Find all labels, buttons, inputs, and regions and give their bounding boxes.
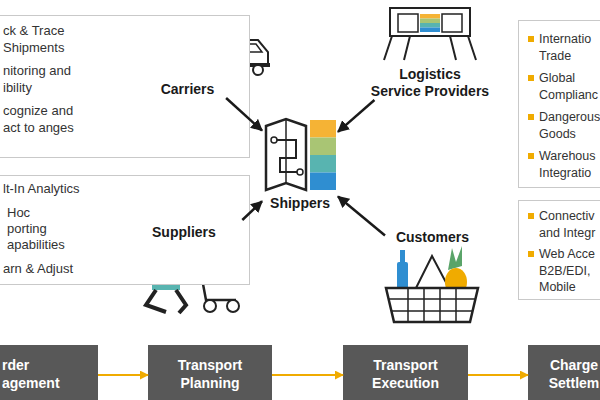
text-row: Connectiv and Integr	[528, 208, 600, 241]
bullet-square	[528, 36, 534, 42]
relation-arrow	[338, 100, 374, 132]
bullet-square	[528, 213, 534, 219]
text-row: Suppliers	[152, 224, 216, 241]
warehouse-door	[398, 14, 418, 32]
feature-text: arn & Adjust	[3, 261, 153, 277]
relation-arrow	[338, 197, 385, 236]
basket-weave	[389, 288, 475, 322]
person-leg	[146, 290, 166, 312]
step-label: Charge Settlem	[528, 356, 600, 392]
actor-label: Shippers	[270, 195, 330, 212]
warehouse-ramp	[384, 36, 476, 60]
bullet-square	[528, 153, 534, 159]
actor-node: Suppliers	[140, 220, 245, 315]
text-row: Global Complianc	[528, 70, 600, 103]
folded-map	[266, 119, 306, 190]
process-flow-arrow	[468, 374, 528, 376]
text-row: Shippers	[270, 195, 330, 212]
bullet-square	[528, 114, 534, 120]
bullet-square	[528, 75, 534, 81]
cab-window	[249, 44, 262, 52]
shipper-map-icon	[266, 119, 336, 190]
map-stripe	[310, 138, 336, 156]
wrap-spacer	[367, 66, 374, 83]
process-flow-arrow	[272, 374, 343, 376]
text-row: Customers	[396, 229, 469, 246]
door-stripe	[420, 23, 440, 28]
process-step-box: Transport Planning	[148, 345, 272, 400]
door-stripe	[420, 14, 440, 19]
scooter-wheel	[227, 300, 239, 312]
door-stripe	[420, 28, 440, 33]
process-step-box: Charge Settlem	[528, 345, 600, 400]
feature-text: Warehous Integratio	[539, 148, 600, 181]
basket-illustration	[386, 246, 478, 322]
step-label: Transport Planning	[155, 356, 265, 392]
feature-text: Dangerous Goods	[539, 109, 600, 142]
warehouse-front	[390, 8, 470, 36]
feature-text: Connectiv and Integr	[539, 208, 600, 241]
wrap-spacer	[486, 66, 493, 83]
text-row: Internatio Trade	[528, 31, 600, 64]
route-point	[297, 169, 303, 175]
text-row: Transport Execution	[343, 356, 468, 392]
actor-label: Carriers	[161, 81, 215, 98]
text-row: cognize and act to anges	[3, 102, 249, 136]
warehouse-door	[442, 14, 462, 32]
warehouse-illustration	[384, 8, 476, 60]
feature-text: Global Complianc	[539, 70, 600, 103]
person-leg	[176, 290, 186, 313]
actor-node: Customers	[385, 225, 480, 325]
step-label: rder agement	[2, 356, 72, 392]
actor-label: Suppliers	[152, 224, 216, 241]
actor-node: Shippers	[262, 118, 338, 212]
text-row: Charge Settlem	[528, 356, 600, 392]
feature-text: nitoring and ibility	[3, 62, 83, 96]
text-row: arn & Adjust	[3, 261, 249, 277]
actor-node: Carriers	[105, 28, 270, 98]
feature-text: cognize and act to anges	[3, 102, 83, 136]
map-stripe	[310, 155, 336, 173]
feature-text: ck & Trace Shipments	[3, 22, 83, 56]
feature-list-box: Internatio TradeGlobal CompliancDangerou…	[518, 20, 600, 188]
step-label: Transport Execution	[351, 356, 461, 392]
feature-text: Web Acce B2B/EDI, Mobile	[539, 246, 600, 296]
text-row: Transport Planning	[148, 356, 272, 392]
door-stripe	[420, 19, 440, 24]
basket	[386, 288, 478, 322]
map-route	[274, 140, 300, 172]
actor-node: Logistics Service Providers	[365, 3, 495, 100]
map-stripe	[310, 173, 336, 191]
process-step-box: Transport Execution	[343, 345, 468, 400]
text-row: ck & Trace Shipments	[3, 22, 249, 56]
feature-list-box: Connectiv and IntegrWeb Acce B2B/EDI, Mo…	[518, 200, 600, 300]
text-row: rder agement	[2, 356, 98, 392]
map-fold	[285, 119, 287, 183]
pineapple-leaves	[448, 246, 462, 270]
feature-text: lt-In Analytics	[3, 181, 153, 197]
actor-label: Customers	[396, 229, 469, 246]
bullet-square	[528, 251, 534, 257]
map-stripe	[310, 120, 336, 138]
bottle-neck	[400, 250, 405, 263]
text-row: Carriers	[161, 81, 215, 98]
food-item	[415, 256, 450, 290]
text-row: Web Acce B2B/EDI, Mobile	[528, 246, 600, 296]
scooter-wheel	[204, 300, 216, 312]
text-row: Warehous Integratio	[528, 148, 600, 181]
truck-wheel	[253, 65, 263, 75]
feature-text: Internatio Trade	[539, 31, 600, 64]
text-row: Logistics Service Providers	[367, 66, 493, 100]
actor-label: Logistics Service Providers	[367, 66, 493, 100]
process-step-box: rder agement	[0, 345, 98, 400]
text-row: lt-In Analytics	[3, 181, 249, 197]
route-point	[271, 137, 277, 143]
feature-text: Hoc porting apabilities	[7, 205, 69, 253]
text-row: Dangerous Goods	[528, 109, 600, 142]
process-flow-arrow	[98, 374, 148, 376]
